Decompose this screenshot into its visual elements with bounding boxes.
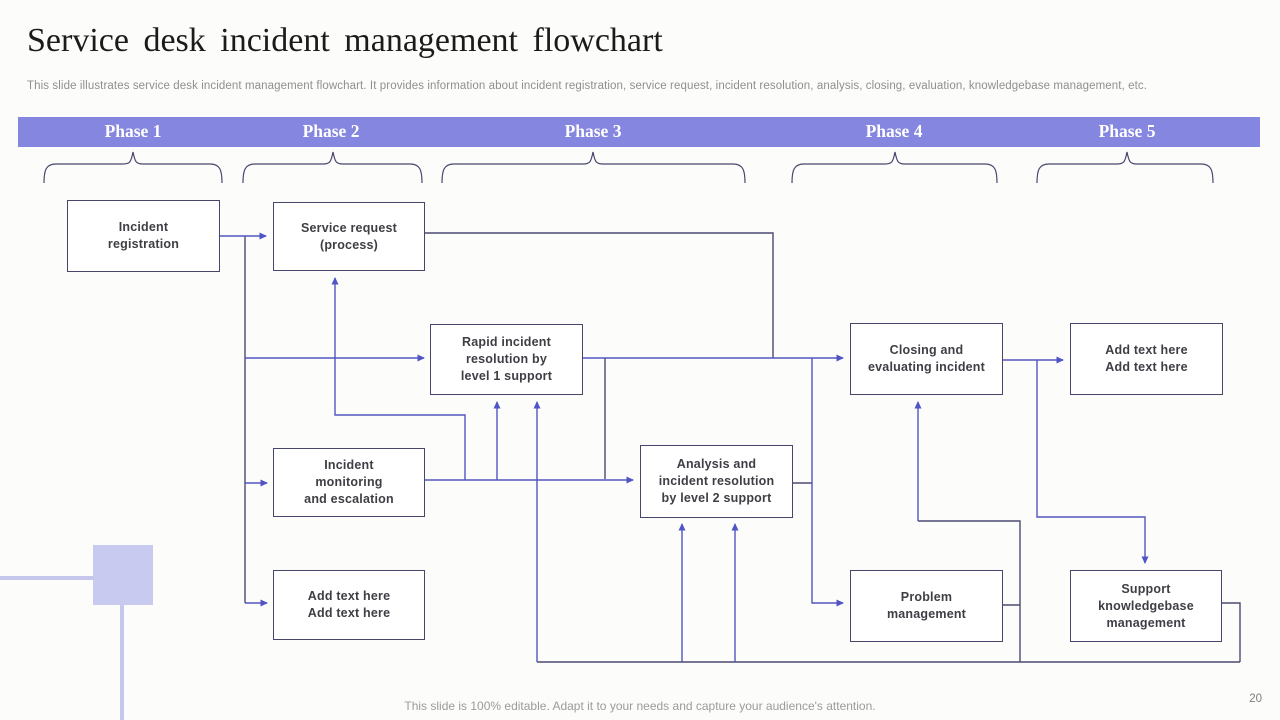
node-incident-monitoring: Incident monitoring and escalation (273, 448, 425, 517)
phase-4-brace (791, 151, 998, 184)
node-problem-management: Problem management (850, 570, 1003, 642)
node-label: Closing and evaluating incident (867, 343, 985, 374)
connector-lines (244, 232, 1241, 663)
node-rapid-resolution: Rapid incident resolution by level 1 sup… (430, 324, 583, 395)
phase-3-brace (441, 151, 746, 184)
page-number: 20 (1249, 693, 1262, 705)
node-support-knowledgebase: Support knowledgebase management (1070, 570, 1222, 642)
node-closing-evaluating: Closing and evaluating incident (850, 323, 1003, 395)
node-label: Add text here Add text here (1105, 343, 1188, 374)
arrow-junction-to-problem (811, 358, 844, 607)
node-label: Support knowledgebase management (1098, 581, 1194, 630)
phase-braces (43, 151, 1214, 184)
phase-1-brace (43, 151, 223, 184)
connector-arrows (220, 232, 1149, 662)
node-incident-registration: Incident registration (67, 200, 220, 272)
node-label: Analysis and incident resolution by leve… (658, 457, 775, 505)
node-label: Add text here Add text here (307, 589, 391, 620)
edge-service-to-junction (425, 232, 774, 358)
node-analysis-resolution: Analysis and incident resolution by leve… (640, 445, 793, 518)
node-label: Incident monitoring and escalation (304, 458, 394, 506)
node-add-text-left: Add text here Add text here (273, 570, 425, 640)
slide-subtitle: This slide illustrates service desk inci… (27, 80, 1148, 92)
phase-5-label: Phase 5 (1098, 121, 1156, 141)
phase-5-brace (1036, 151, 1214, 184)
node-add-text-right: Add text here Add text here (1070, 323, 1223, 395)
phase-header-bar (18, 117, 1260, 147)
phase-1-label: Phase 1 (104, 121, 162, 141)
node-label: Problem management (886, 590, 967, 621)
page-title: Service desk incident management flowcha… (27, 22, 663, 59)
phase-2-brace (242, 151, 423, 184)
arrow-down-to-support (1036, 360, 1149, 564)
phase-2-label: Phase 2 (302, 121, 360, 141)
decor-vertical-line (120, 605, 124, 720)
phase-4-label: Phase 4 (865, 121, 923, 141)
node-label: Service request (process) (300, 220, 398, 252)
arrow-up-to-service-request (331, 277, 466, 480)
decor-square (93, 545, 153, 605)
node-label: Incident registration (107, 220, 180, 251)
footer-note: This slide is 100% editable. Adapt it to… (404, 699, 876, 713)
decor-horizontal-line (0, 576, 93, 580)
edge-closing-feedback (918, 520, 1021, 662)
edge-support-right-down (1222, 602, 1241, 662)
node-label: Rapid incident resolution by level 1 sup… (460, 335, 553, 383)
phase-3-label: Phase 3 (564, 121, 622, 141)
node-service-request: Service request (process) (273, 202, 425, 271)
